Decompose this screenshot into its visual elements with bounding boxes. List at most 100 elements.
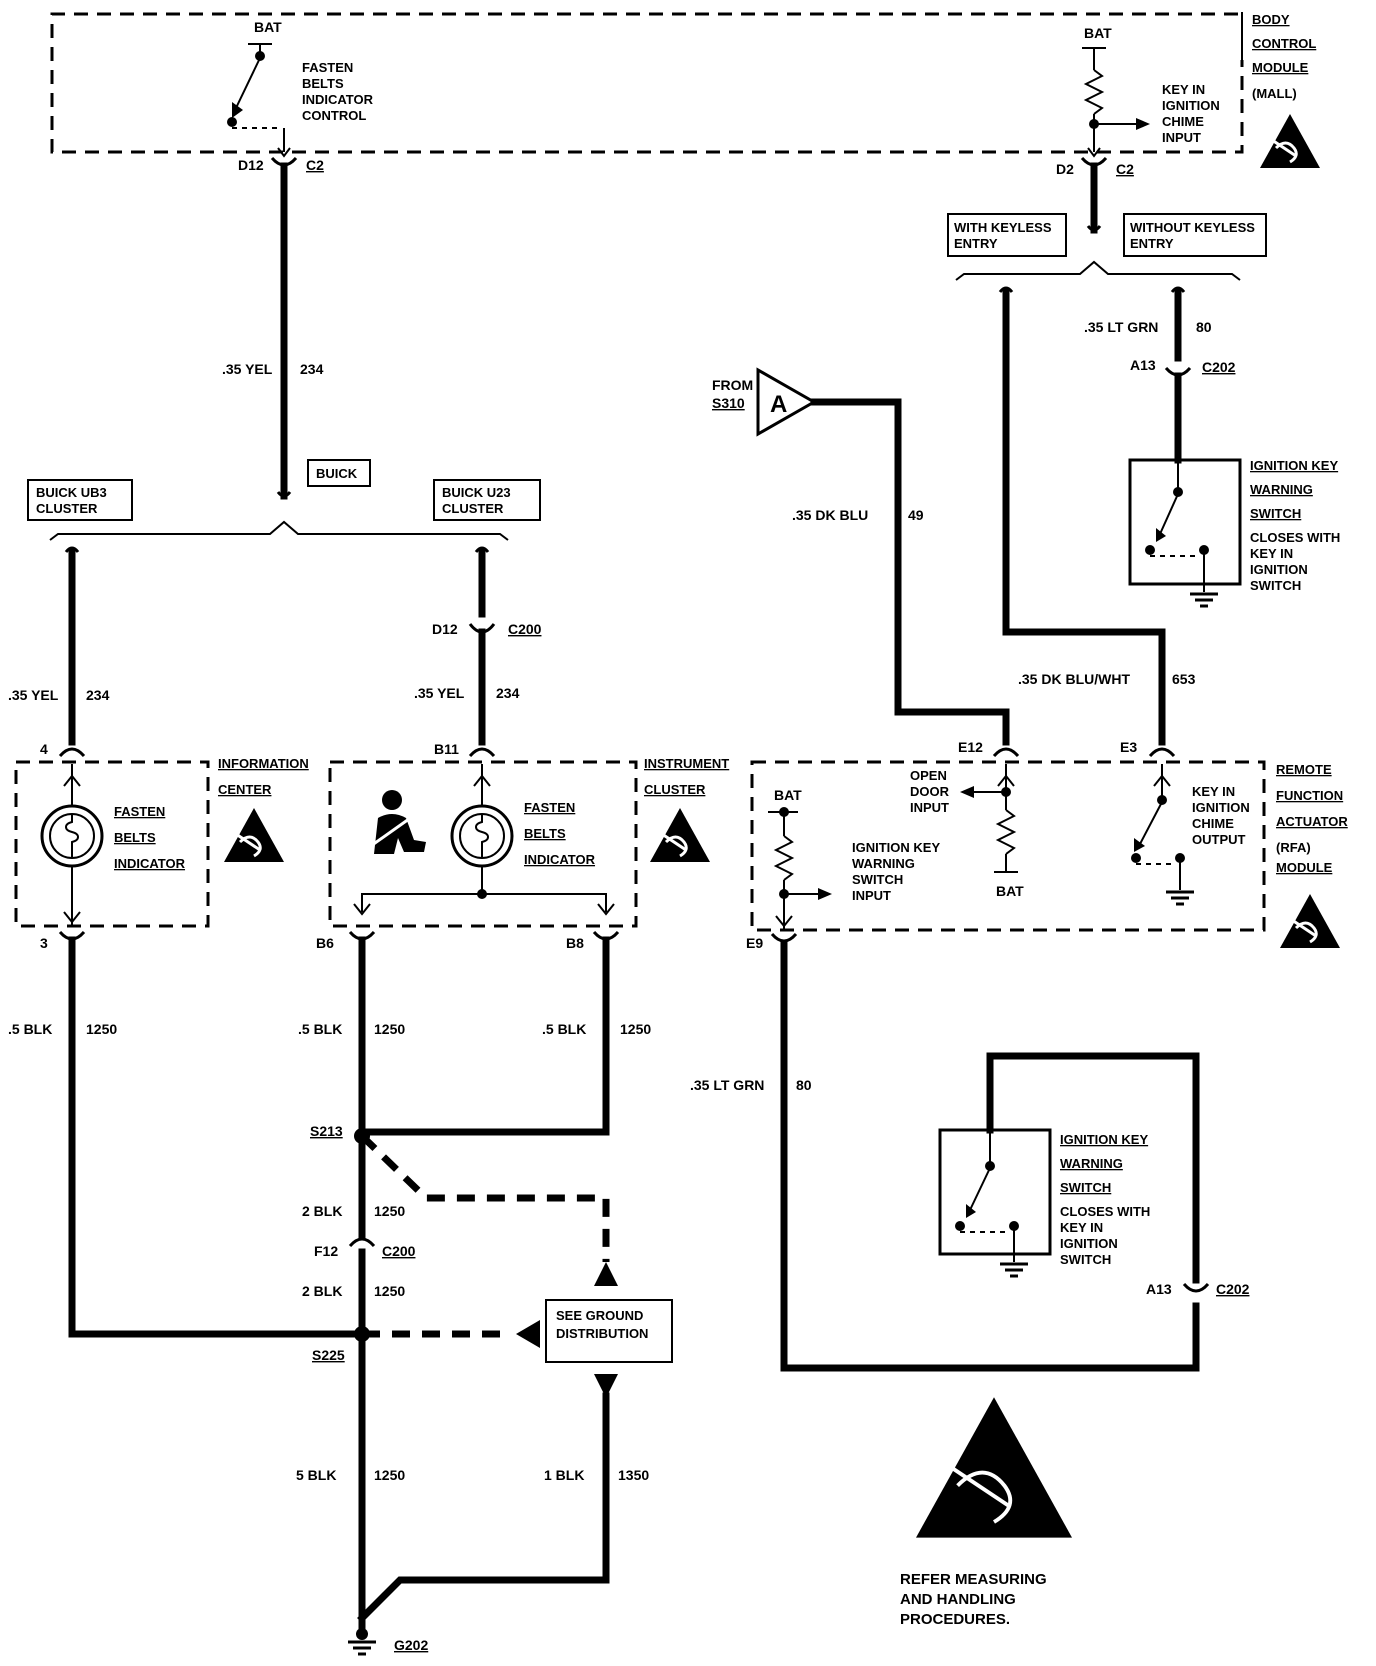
option-u23-l1: BUICK U23 [442,485,511,500]
option-with-keyless-box [947,213,1067,257]
wire-234-left-gauge: .35 YEL [8,687,59,703]
ign-switch-bot-name-l1: IGNITION KEY [1060,1132,1148,1147]
with-keyless-l2: ENTRY [954,236,998,251]
info-lamp-l3: INDICATOR [114,856,186,871]
wire-653-gauge: .35 DK BLU/WHT [1018,671,1130,687]
wire-234-mid-gauge: .35 YEL [414,685,465,701]
instrument-cluster-box [328,760,638,928]
connector-c200-low: C200 [382,1243,416,1259]
chime-input-l4: INPUT [1162,130,1201,145]
wire-1blk-gauge: 1 BLK [544,1467,584,1483]
cluster-pin-b6: B6 [316,935,334,951]
option-without-keyless-box [1123,213,1267,257]
cluster-pin-b11: B11 [434,741,459,757]
info-name-l1: INFORMATION [218,756,309,771]
ign-switch-top-name-l3: SWITCH [1250,506,1301,521]
wire-1blk-number: 1350 [618,1467,649,1483]
ground-dist-l2: DISTRIBUTION [556,1326,648,1341]
ign-switch-top-desc-l1: CLOSES WITH [1250,530,1340,545]
option-u23-l2: CLUSTER [442,501,504,516]
wire-1250-c-gauge: .5 BLK [542,1021,586,1037]
rfa-pin-e3: E3 [1120,739,1137,755]
wire-234-mid-number: 234 [496,685,520,701]
fasten-ctrl-l3: INDICATOR [302,92,374,107]
rfa-bat-left: BAT [774,787,802,803]
bcm-name-l2: CONTROL [1252,36,1316,51]
rfa-bat-inner: BAT [996,883,1024,899]
option-buick-box [307,459,371,487]
pin-d12-bcm: D12 [238,157,264,173]
instrument-cluster: B11 FASTEN BELTS INDICATOR INSTRUMENT CL… [316,741,729,951]
ground-distribution-box [545,1299,673,1363]
ign-switch-bot-desc-l3: IGNITION [1060,1236,1118,1251]
from-letter-a: A [770,391,787,418]
esd-warning-icon-rfa [1278,892,1342,950]
rfa-chime-l2: IGNITION [1192,800,1250,815]
wire-80-low-gauge: .35 LT GRN [690,1077,764,1093]
bcm-name-l3: MODULE [1252,60,1309,75]
connector-c2-left: C2 [306,157,324,173]
ignition-key-warning-switch-bottom: IGNITION KEY WARNING SWITCH CLOSES WITH … [938,1128,1150,1278]
body-control-module: BAT FASTEN BELTS INDICATOR CONTROL D12 C… [50,12,1322,177]
wire-2blk-b-number: 1250 [374,1283,405,1299]
wire-234-left-number: 234 [86,687,110,703]
wire-1250-c-number: 1250 [620,1021,651,1037]
wire-1250-b-number: 1250 [374,1021,405,1037]
rfa-ign-input-l1: IGNITION KEY [852,840,940,855]
ground-icon-rfa [1164,890,1196,906]
rfa-chime-l1: KEY IN [1192,784,1235,799]
option-buick: BUICK [316,466,358,481]
wire-80-low-number: 80 [796,1077,812,1093]
bcm-name-l1: BODY [1252,12,1290,27]
connector-c202-top: C202 [1202,359,1236,375]
rfa-name-l4: (RFA) [1276,840,1311,855]
ign-switch-top-desc-l4: SWITCH [1250,578,1301,593]
cluster-name-l2: CLUSTER [644,782,706,797]
remote-function-actuator-module: E12 E3 BAT OPEN DOOR INPUT KEY IN IGNITI… [746,739,1348,951]
wire-2blk-a-number: 1250 [374,1203,405,1219]
esd-note-l1: REFER MEASURING [900,1571,1047,1588]
cluster-pin-b8: B8 [566,935,584,951]
esd-warning-icon-bcm [1258,112,1322,170]
cluster-name-l1: INSTRUMENT [644,756,729,771]
esd-note-l2: AND HANDLING [900,1591,1016,1608]
ign-switch-top-name-l2: WARNING [1250,482,1313,497]
rfa-name-l1: REMOTE [1276,762,1332,777]
wire-2blk-a-gauge: 2 BLK [302,1203,342,1219]
esd-warning-icon-info [222,806,286,864]
information-center: 4 FASTEN BELTS INDICATOR INFORMATION CEN… [14,741,309,951]
wire-234-top-number: 234 [300,361,324,377]
ground-icon-ign-bottom [998,1262,1030,1278]
wire-1250-a-gauge: .5 BLK [8,1021,52,1037]
open-door-l1: OPEN [910,768,947,783]
option-ub3-l2: CLUSTER [36,501,98,516]
esd-warning-icon-cluster [648,806,712,864]
wire-5blk-gauge: 5 BLK [296,1467,336,1483]
cluster-lamp-l2: BELTS [524,826,566,841]
wire-1250-b-gauge: .5 BLK [298,1021,342,1037]
info-pin-4: 4 [40,741,48,757]
without-keyless-l1: WITHOUT KEYLESS [1130,220,1255,235]
rfa-name-l3: ACTUATOR [1276,814,1348,829]
ground-g202-icon [346,1640,378,1656]
info-lamp-l2: BELTS [114,830,156,845]
wire-653-number: 653 [1172,671,1196,687]
bcm-name-l4: (MALL) [1252,86,1297,101]
ground-g202: G202 [394,1637,428,1653]
connector-f12: F12 [314,1243,338,1259]
fasten-ctrl-l1: FASTEN [302,60,353,75]
ign-switch-bot-desc-l1: CLOSES WITH [1060,1204,1150,1219]
fasten-ctrl-l2: BELTS [302,76,344,91]
ign-switch-top-name-l1: IGNITION KEY [1250,458,1338,473]
ground-icon-ign-top [1188,592,1220,608]
bat-label-bcm-right: BAT [1084,25,1112,41]
wire-5blk-number: 1250 [374,1467,405,1483]
chime-input-l1: KEY IN [1162,82,1205,97]
wire-234-top-gauge: .35 YEL [222,361,273,377]
chime-input-l2: IGNITION [1162,98,1220,113]
rfa-chime-l3: CHIME [1192,816,1234,831]
esd-note-l3: PROCEDURES. [900,1611,1010,1628]
with-keyless-l1: WITH KEYLESS [954,220,1052,235]
wire-2blk-b-gauge: 2 BLK [302,1283,342,1299]
